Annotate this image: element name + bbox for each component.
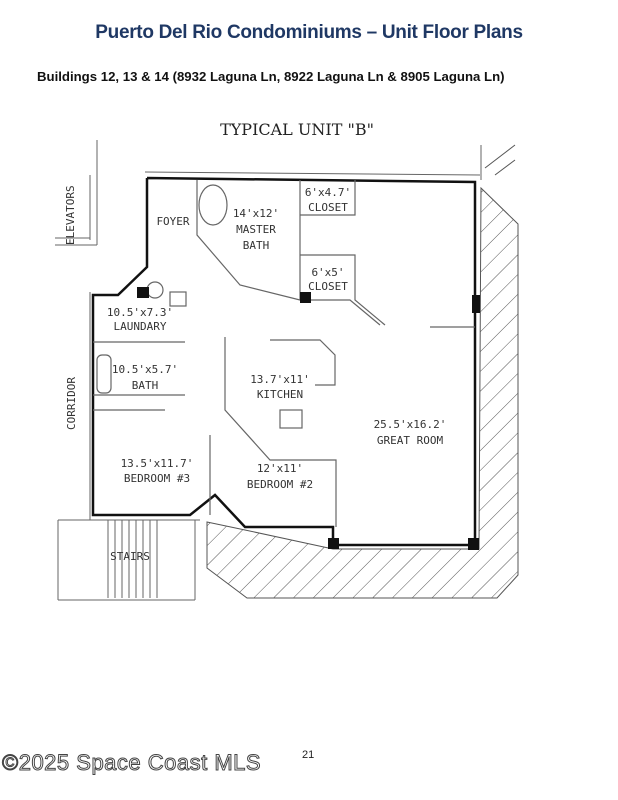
page-subtitle: Buildings 12, 13 & 14 (8932 Laguna Ln, 8… [37, 69, 505, 84]
svg-text:MASTER: MASTER [236, 223, 276, 236]
svg-text:BEDROOM #2: BEDROOM #2 [247, 478, 313, 491]
svg-text:BEDROOM #3: BEDROOM #3 [124, 472, 190, 485]
svg-text:BATH: BATH [243, 239, 270, 252]
room-laundry: 10.5'x7.3' LAUNDARY [107, 306, 173, 333]
svg-text:13.5'x11.7': 13.5'x11.7' [121, 457, 194, 470]
stairs-treads [107, 520, 158, 598]
svg-text:10.5'x7.3': 10.5'x7.3' [107, 306, 173, 319]
corridor-label: CORRIDOR [65, 377, 78, 430]
svg-text:6'x5': 6'x5' [311, 266, 344, 279]
exterior-walls [55, 140, 482, 601]
room-great-room: 25.5'x16.2' GREAT ROOM [374, 418, 447, 447]
room-bath: 10.5'x5.7' BATH [112, 363, 178, 392]
plan-title: TYPICAL UNIT "B" [220, 120, 374, 139]
stairs-label: STAIRS [110, 550, 150, 563]
svg-text:CLOSET: CLOSET [308, 201, 348, 214]
svg-text:KITCHEN: KITCHEN [257, 388, 303, 401]
page-number: 21 [302, 749, 315, 761]
elevators-label: ELEVATORS [64, 185, 77, 245]
room-master-bath: 14'x12' MASTER BATH [233, 207, 279, 252]
page-title: Puerto Del Rio Condominiums – Unit Floor… [95, 22, 523, 43]
svg-text:10.5'x5.7': 10.5'x5.7' [112, 363, 178, 376]
columns [137, 287, 480, 550]
svg-text:LAUNDARY: LAUNDARY [114, 320, 167, 333]
svg-text:14'x12': 14'x12' [233, 207, 279, 220]
room-closet-2: 6'x5' CLOSET [308, 266, 348, 293]
balcony-hatch [206, 186, 519, 599]
svg-text:13.7'x11': 13.7'x11' [250, 373, 310, 386]
room-bedroom-2: 12'x11' BEDROOM #2 [247, 462, 313, 491]
foyer-label: FOYER [156, 215, 189, 228]
interior-walls [93, 180, 475, 527]
watermark: ©2025 Space Coast MLS [1, 750, 262, 776]
svg-text:GREAT ROOM: GREAT ROOM [377, 434, 444, 447]
svg-text:6'x4.7': 6'x4.7' [305, 186, 351, 199]
svg-text:25.5'x16.2': 25.5'x16.2' [374, 418, 447, 431]
svg-text:12'x11': 12'x11' [257, 462, 303, 475]
room-closet-1: 6'x4.7' CLOSET [305, 186, 351, 214]
svg-text:CLOSET: CLOSET [308, 280, 348, 293]
room-kitchen: 13.7'x11' KITCHEN [250, 373, 310, 401]
svg-text:BATH: BATH [132, 379, 159, 392]
room-bedroom-3: 13.5'x11.7' BEDROOM #3 [121, 457, 194, 485]
